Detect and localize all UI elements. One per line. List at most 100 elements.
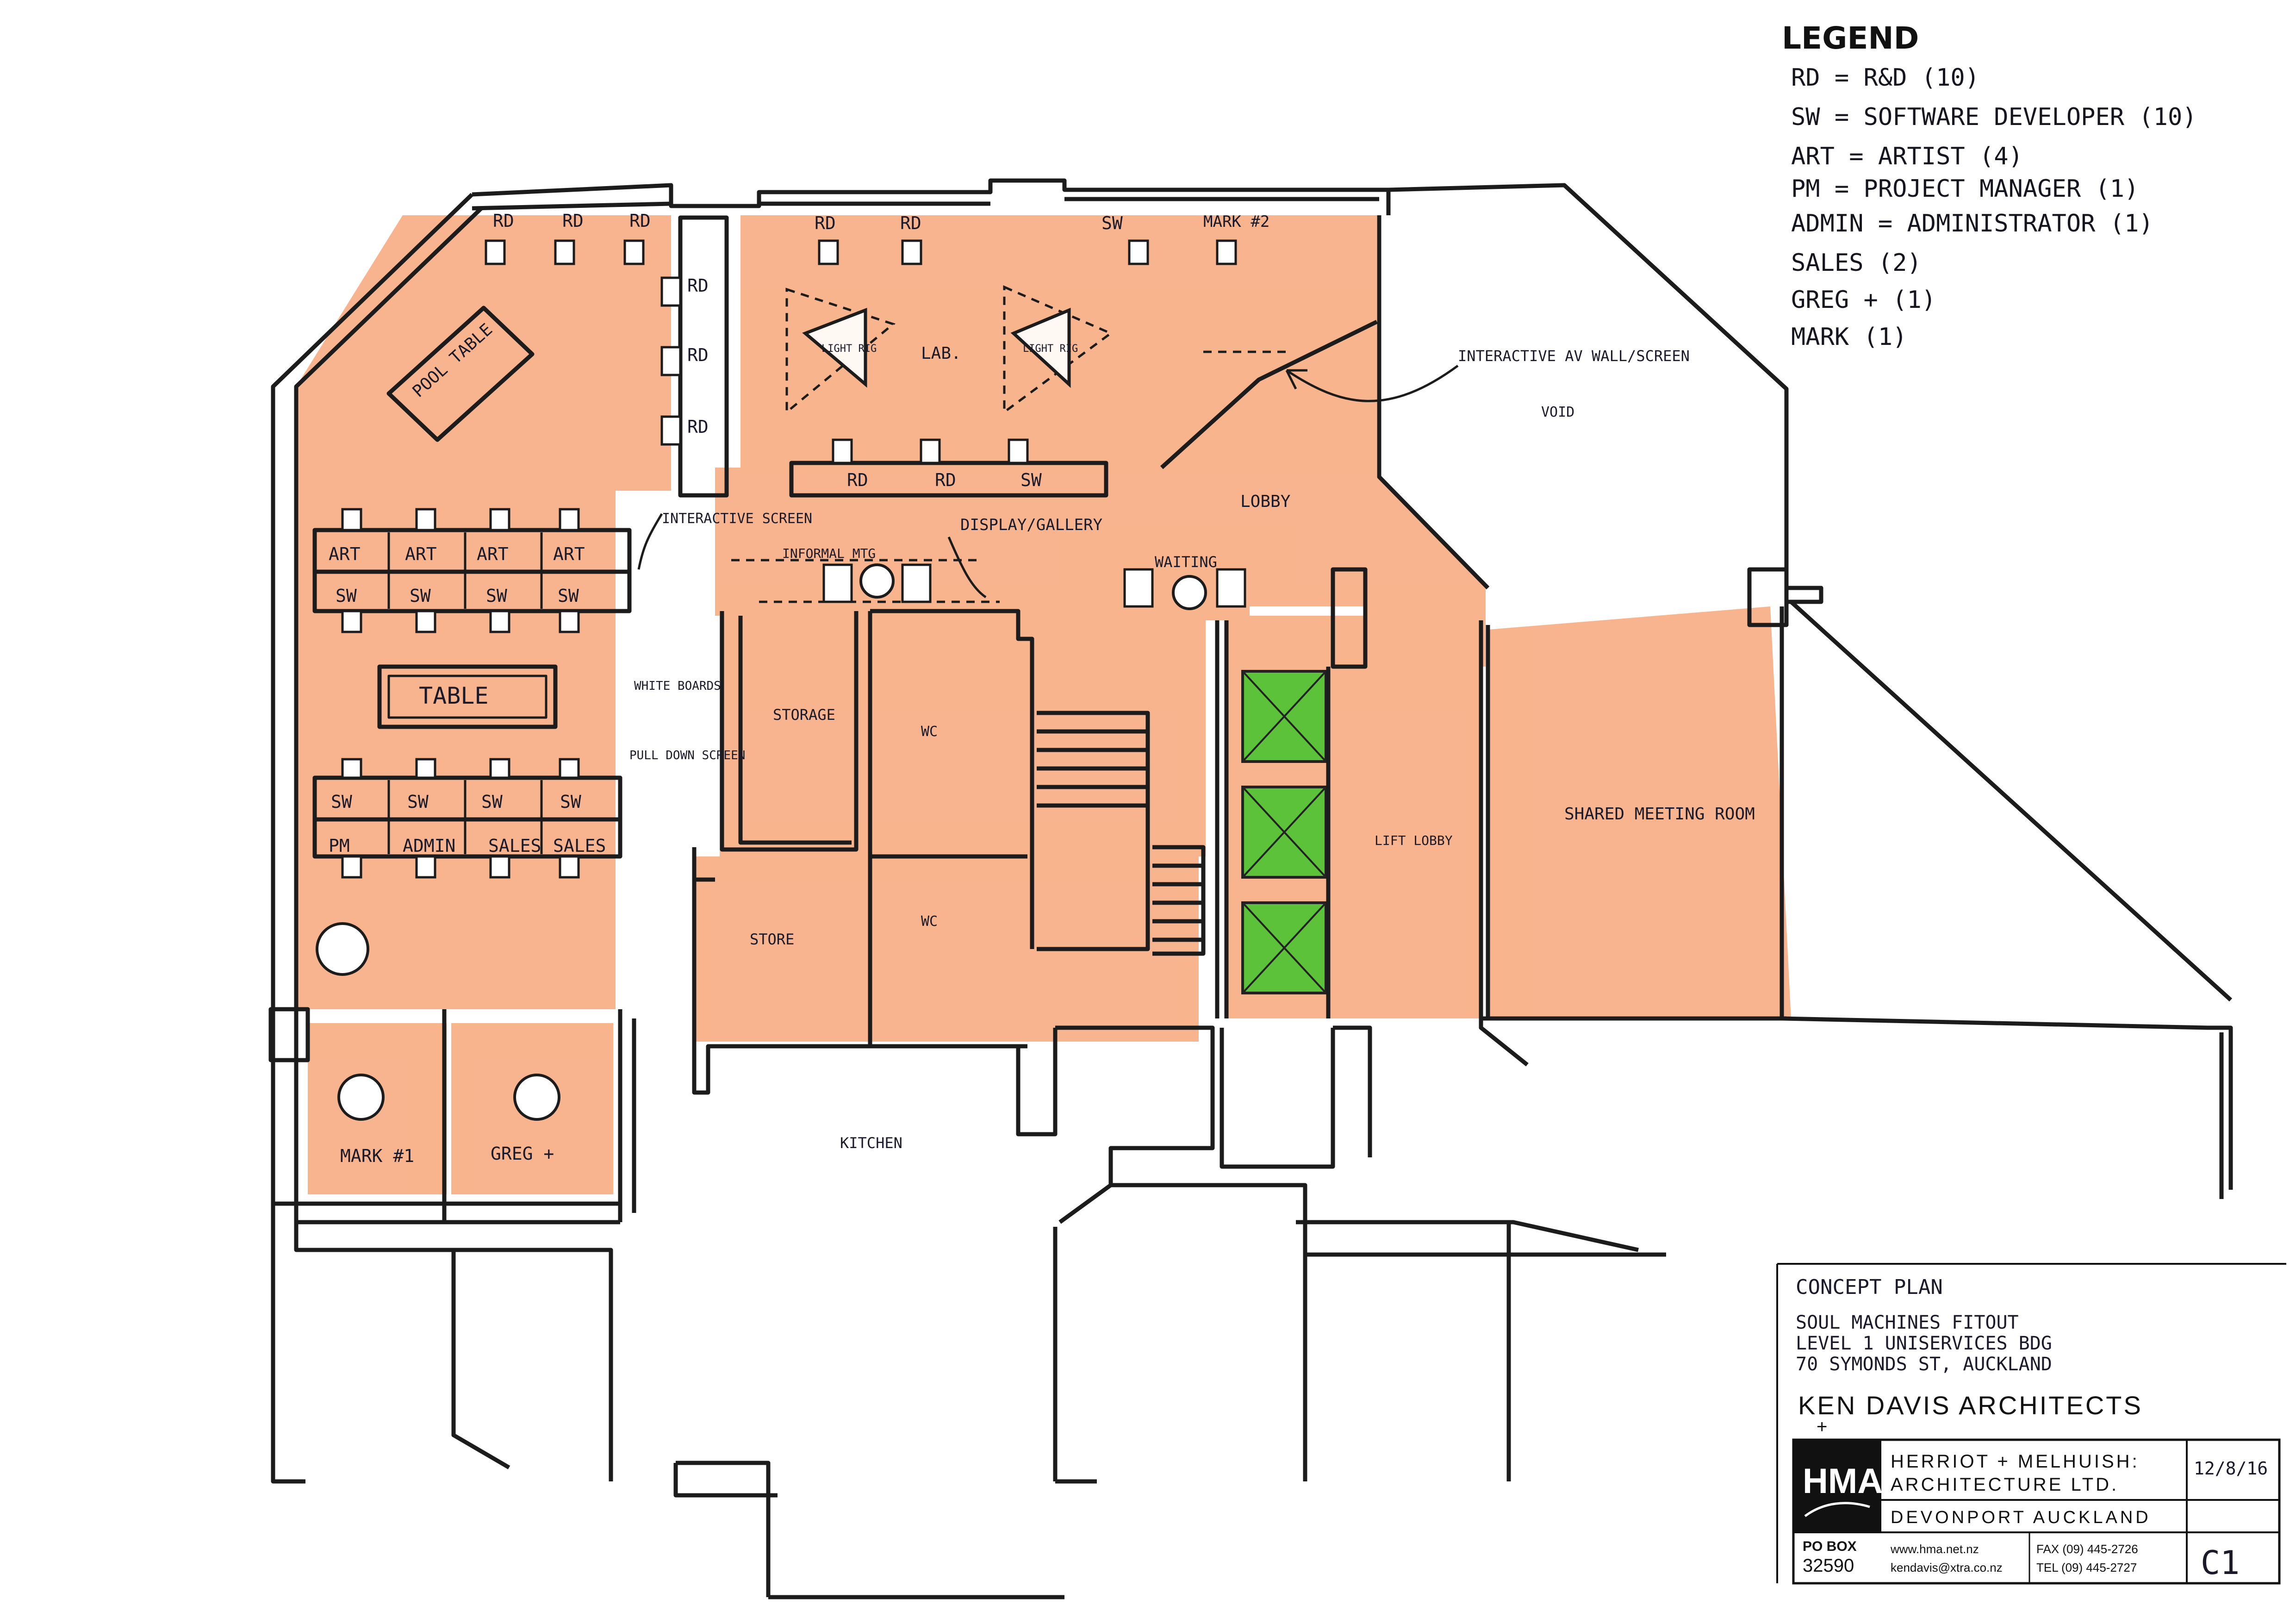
room-labels: POOL TABLE TABLE LAB. LIGHT RIG LIGHT RI…	[340, 320, 1755, 1166]
title-firm-ken-davis: KEN DAVIS ARCHITECTS	[1798, 1391, 2143, 1420]
round-table-office	[316, 922, 369, 976]
legend-title: LEGEND	[1782, 20, 1919, 56]
light-rig-1	[802, 307, 867, 388]
room-label-pull-down-screen: PULL DOWN SCREEN	[629, 749, 745, 762]
legend-item: PM = PROJECT MANAGER (1)	[1791, 175, 2139, 203]
title-project-line1: SOUL MACHINES FITOUT	[1796, 1312, 2019, 1333]
round-table-mark1	[337, 1074, 385, 1121]
legend-item: RD = R&D (10)	[1791, 64, 1979, 92]
title-po-box-number: 32590	[1803, 1555, 1854, 1576]
room-label-interactive-av-wall: INTERACTIVE AV WALL/SCREEN	[1458, 347, 1690, 365]
room-label-lab: LAB.	[921, 344, 961, 363]
room-label-storage: STORAGE	[773, 706, 835, 724]
title-sheet-number: C1	[2201, 1544, 2240, 1582]
desk-label-rd: RD	[935, 470, 956, 490]
desk-label-art: ART	[553, 544, 585, 564]
desk-label-sw: SW	[410, 586, 431, 606]
desk-label-rd: RD	[687, 345, 709, 365]
desk-label-admin: ADMIN	[403, 836, 455, 856]
desk-label-sw: SW	[336, 586, 357, 606]
title-firm-hma-line2: ARCHITECTURE LTD.	[1891, 1474, 2119, 1495]
light-rigs	[802, 307, 1071, 388]
room-label-lift-lobby: LIFT LOBBY	[1375, 833, 1453, 848]
light-rig-frame-1	[785, 287, 896, 415]
round-tables	[316, 563, 1207, 1121]
desk-label-rd: RD	[900, 213, 921, 233]
desk-label-sw: SW	[407, 792, 429, 812]
walls	[268, 178, 2233, 1599]
title-project-line2: LEVEL 1 UNISERVICES BDG	[1796, 1333, 2052, 1354]
round-table-waiting	[1172, 575, 1207, 610]
room-label-informal-mtg: INFORMAL MTG	[782, 546, 876, 561]
desk-label-art: ART	[477, 544, 509, 564]
room-label-lobby: LOBBY	[1240, 492, 1291, 511]
hma-logo: HMA	[1803, 1462, 1883, 1501]
desk-label-sw: SW	[481, 792, 503, 812]
title-email: kendavis@xtra.co.nz	[1891, 1561, 2003, 1574]
zone-storage	[720, 616, 1206, 856]
title-tel: TEL (09) 445-2727	[2036, 1561, 2137, 1574]
desk-label-sw: SW	[1020, 470, 1042, 490]
zone-shared-meeting	[1488, 606, 1791, 1018]
desk-label-rd: RD	[815, 213, 836, 233]
round-table-greg	[513, 1074, 560, 1121]
desk-label-sw: SW	[560, 792, 581, 812]
desk-label-sw: SW	[331, 792, 352, 812]
legend-item: MARK (1)	[1791, 323, 1907, 351]
title-location: DEVONPORT AUCKLAND	[1891, 1508, 2151, 1527]
desk-label-art: ART	[405, 544, 437, 564]
lift-cars	[1241, 670, 1327, 994]
room-label-light-rig-1: LIGHT RIG	[821, 343, 877, 355]
desk-label-art: ART	[329, 544, 361, 564]
desk-label-sw: SW	[558, 586, 579, 606]
room-label-interactive-screen: INTERACTIVE SCREEN	[662, 511, 812, 527]
desk-label-pm: PM	[329, 836, 350, 856]
title-fax: FAX (09) 445-2726	[2036, 1542, 2138, 1556]
desk-label-sw: SW	[486, 586, 507, 606]
title-block: CONCEPT PLAN SOUL MACHINES FITOUT LEVEL …	[1776, 1263, 2286, 1585]
room-label-wc: WC	[921, 724, 938, 740]
room-label-wc: WC	[921, 913, 938, 930]
desk-dividers	[387, 532, 543, 854]
desk-label-rd: RD	[562, 211, 584, 231]
title-plus: +	[1817, 1417, 1827, 1437]
room-label-mark2: MARK #2	[1203, 212, 1269, 231]
desk-label-sw: SW	[1101, 213, 1123, 233]
desk-label-rd: RD	[687, 275, 709, 296]
desk-label-rd: RD	[847, 470, 868, 490]
room-label-void: VOID	[1541, 404, 1574, 420]
desk-label-sales: SALES	[553, 836, 606, 856]
legend-item: ADMIN = ADMINISTRATOR (1)	[1791, 210, 2153, 237]
hma-logo-box	[1793, 1440, 1881, 1532]
room-label-waiting: WAITING	[1155, 553, 1217, 571]
desk-label-sales: SALES	[488, 836, 541, 856]
chairs	[341, 239, 1246, 879]
legend-item: GREG + (1)	[1791, 286, 1936, 314]
title-web: www.hma.net.nz	[1890, 1542, 1979, 1556]
room-label-display-gallery: DISPLAY/GALLERY	[960, 516, 1102, 534]
desk-label-rd: RD	[629, 211, 651, 231]
desk-label-rd: RD	[493, 211, 514, 231]
title-firm-hma-line1: HERRIOT + MELHUISH:	[1891, 1451, 2140, 1472]
light-rig-2	[1010, 307, 1071, 388]
legend-item: SALES (2)	[1791, 249, 1922, 277]
room-label-mark1: MARK #1	[340, 1146, 414, 1166]
room-label-kitchen: KITCHEN	[840, 1134, 902, 1152]
desk-labels: RD RD RD RD RD RD RD RD SW MARK #2 RD RD…	[329, 211, 1269, 856]
round-table-informal	[859, 563, 895, 599]
room-label-light-rig-2: LIGHT RIG	[1023, 343, 1078, 355]
legend-item: SW = SOFTWARE DEVELOPER (10)	[1791, 103, 2197, 131]
room-label-greg: GREG +	[491, 1143, 554, 1164]
legend-item: ART = ARTIST (4)	[1791, 143, 2023, 170]
room-label-store: STORE	[750, 931, 794, 948]
room-label-table: TABLE	[419, 682, 489, 709]
desk-label-rd: RD	[687, 417, 709, 437]
leader-lines	[637, 364, 1459, 599]
title-po-box-label: PO BOX	[1803, 1539, 1857, 1554]
title-date: 12/8/16	[2194, 1458, 2268, 1479]
legend: LEGEND RD = R&D (10) SW = SOFTWARE DEVEL…	[1782, 20, 2197, 351]
title-concept-plan: CONCEPT PLAN	[1796, 1275, 1943, 1299]
title-project-line3: 70 SYMONDS ST, AUCKLAND	[1796, 1354, 2052, 1375]
room-label-shared-meeting-room: SHARED MEETING ROOM	[1564, 805, 1755, 824]
